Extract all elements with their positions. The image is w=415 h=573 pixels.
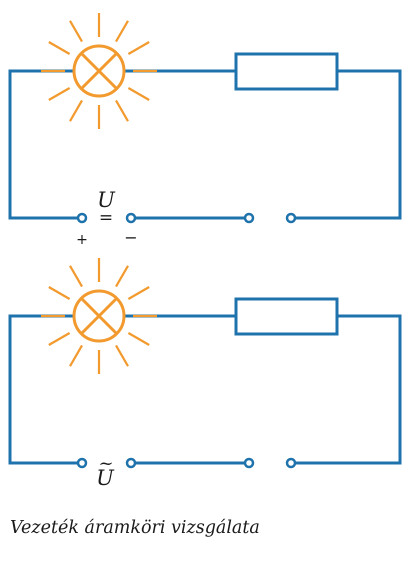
dc-switch-contact-right xyxy=(285,212,297,224)
dc-terminal-plus xyxy=(76,212,88,224)
ac-voltage-label: U xyxy=(96,466,115,490)
ac-switch-contact-right xyxy=(285,457,297,469)
dc-lamp-ray xyxy=(48,41,71,55)
dc-lamp-ray xyxy=(69,20,83,43)
dc-terminal-minus xyxy=(125,212,137,224)
ac-lamp-cross xyxy=(79,296,119,336)
ac-lamp-rays xyxy=(41,258,157,374)
figure-caption: Vezeték áramköri vizsgálata xyxy=(10,518,260,538)
ac-lamp-ray xyxy=(127,286,150,300)
dc-lamp-ray xyxy=(127,41,150,55)
dc-lamp-cross xyxy=(79,51,119,91)
ac-lamp-ray xyxy=(115,344,129,367)
dc-lamp-ray xyxy=(48,87,71,101)
dc-symbol: = xyxy=(99,208,113,228)
ac-lamp-ray xyxy=(48,286,71,300)
dc-circuit-wire xyxy=(8,69,402,220)
dc-minus-sign: − xyxy=(124,228,137,247)
dc-plus-sign: + xyxy=(76,232,88,248)
ac-resistor xyxy=(234,297,339,336)
dc-lamp-ray xyxy=(115,20,129,43)
dc-resistor xyxy=(234,52,339,91)
dc-lamp-ray xyxy=(127,87,150,101)
dc-lamp-ray xyxy=(69,99,83,122)
dc-voltage-label: U xyxy=(97,188,116,212)
ac-lamp-ray xyxy=(115,265,129,288)
ac-lamp-ray xyxy=(48,332,71,346)
ac-circuit: ~ U xyxy=(8,258,402,490)
dc-switch-contact-left xyxy=(243,212,255,224)
ac-circuit-wire xyxy=(8,314,402,465)
ac-lamp-ray xyxy=(69,265,83,288)
ac-symbol: ~ xyxy=(98,453,113,474)
dc-circuit: U = + − xyxy=(8,13,402,248)
dc-lamp-rays xyxy=(41,13,157,129)
ac-terminal-left xyxy=(76,457,88,469)
ac-lamp-ray xyxy=(69,344,83,367)
ac-switch-contact-left xyxy=(243,457,255,469)
dc-lamp-ray xyxy=(115,99,129,122)
ac-lamp-ray xyxy=(127,332,150,346)
ac-terminal-right xyxy=(125,457,137,469)
